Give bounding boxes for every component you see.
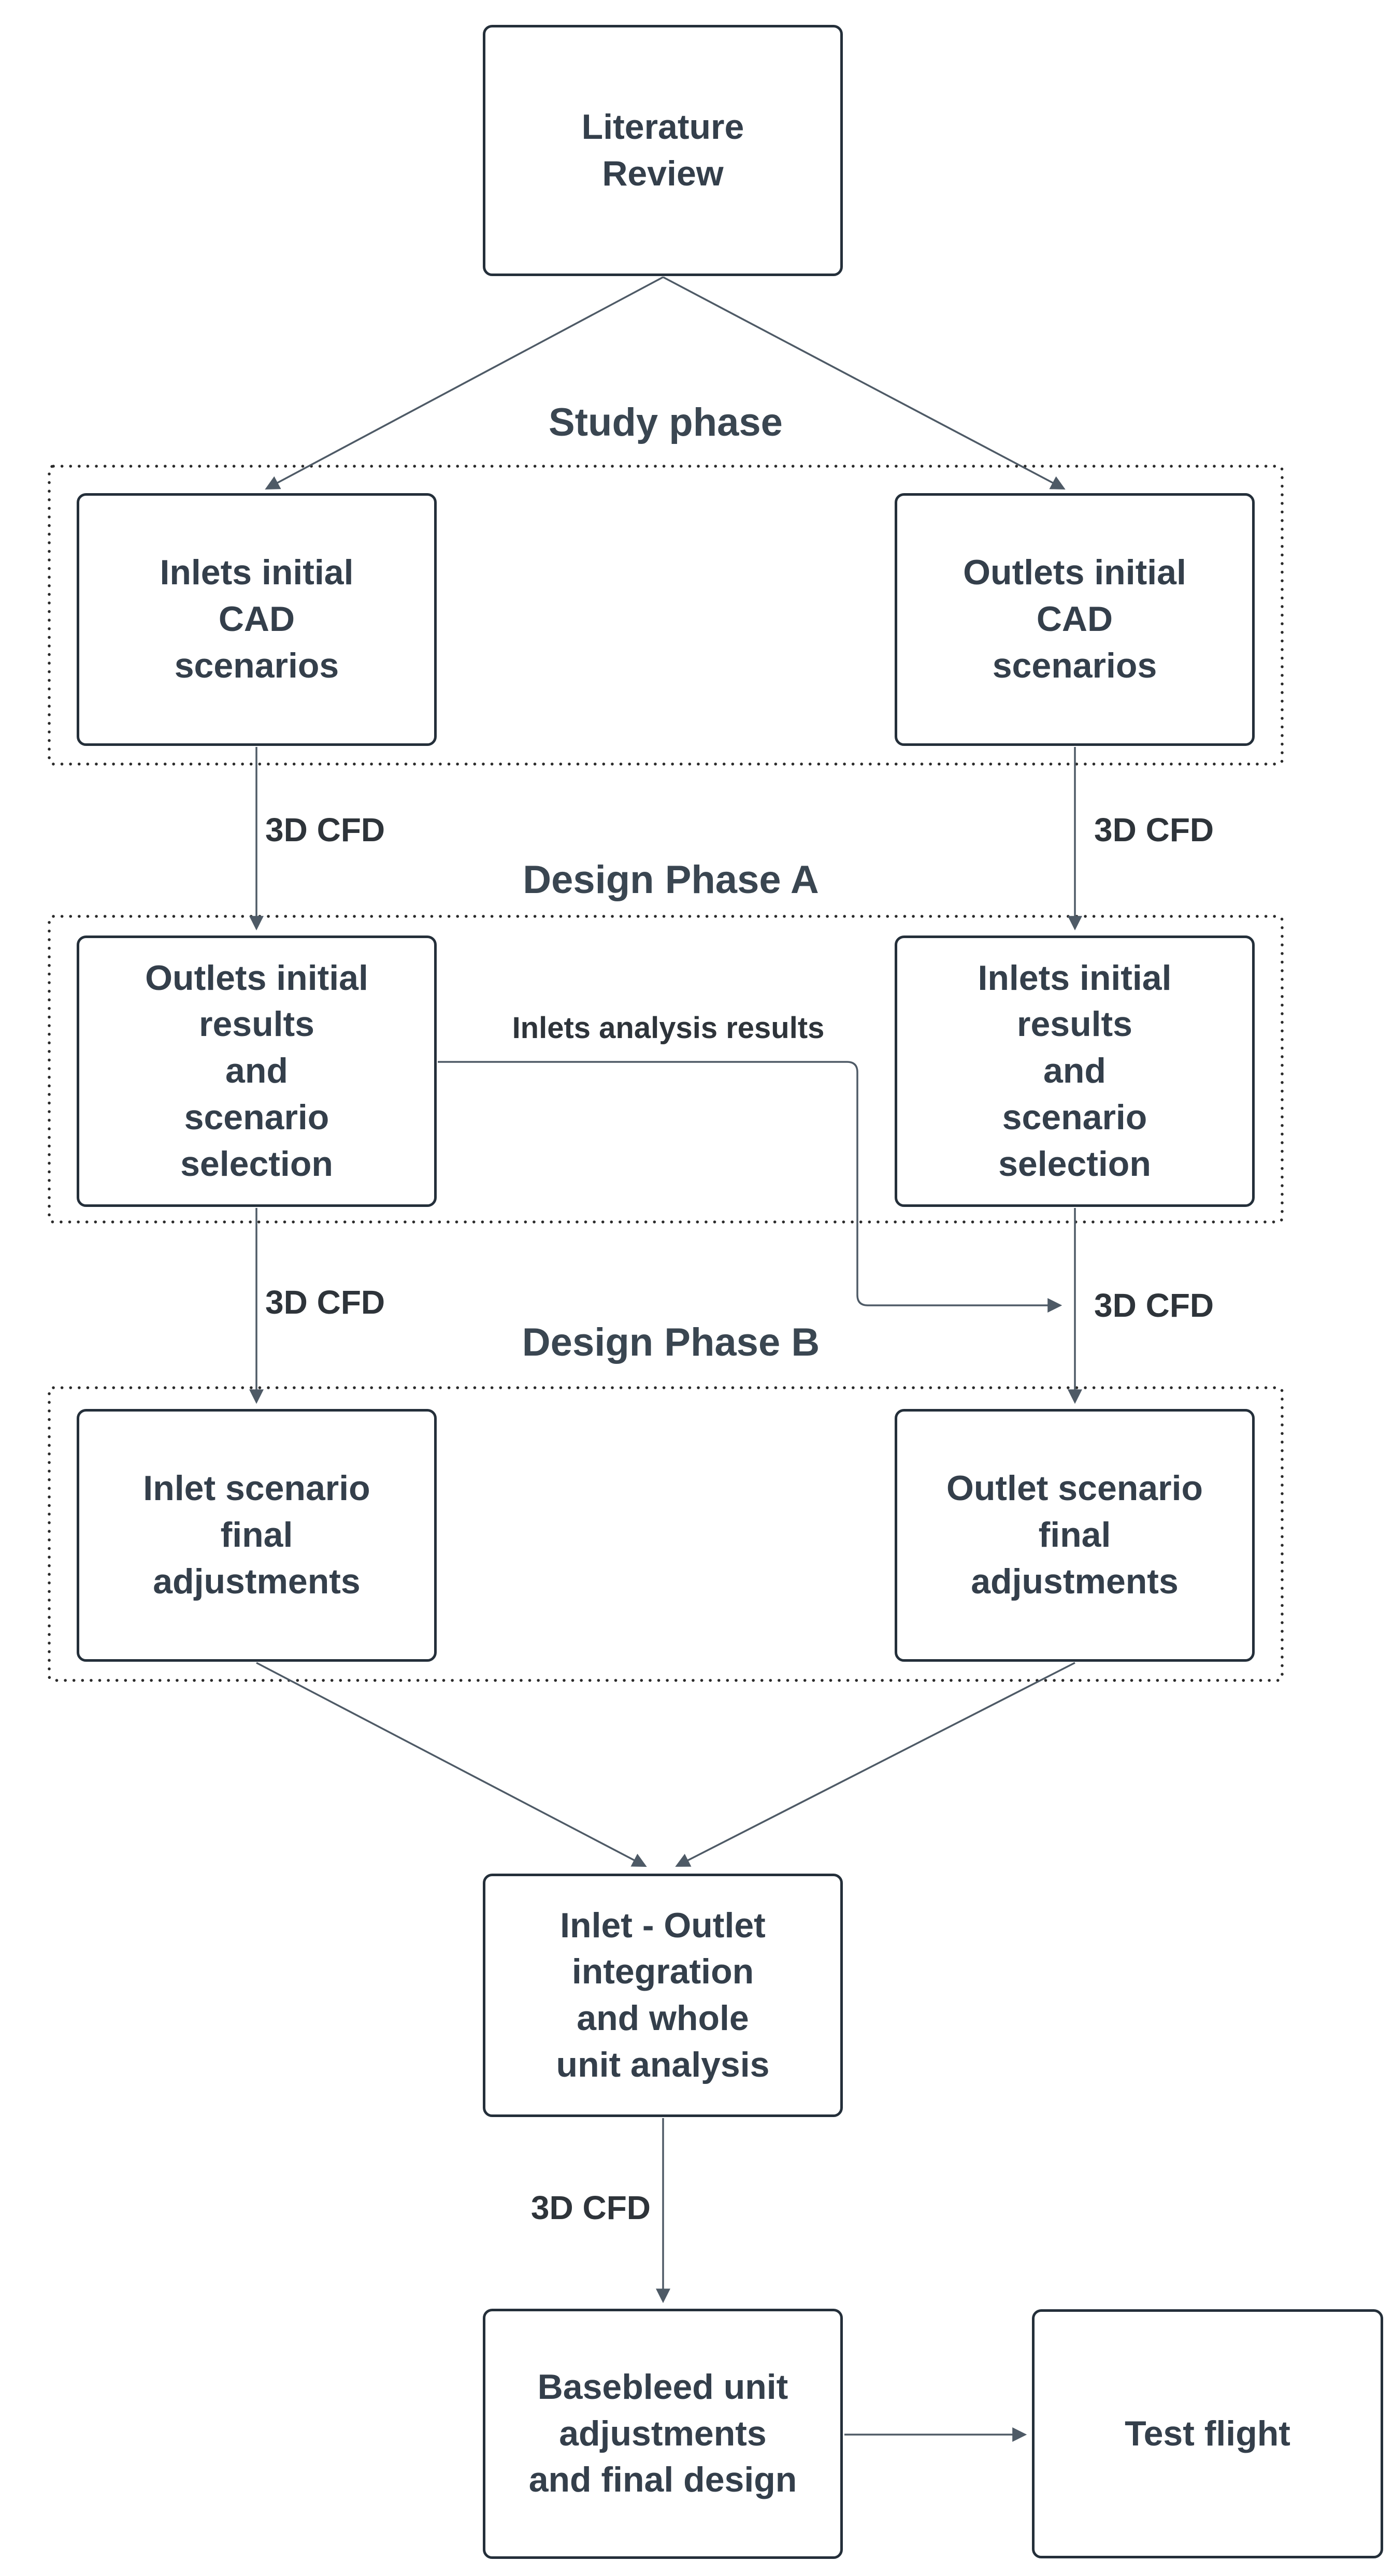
design-phase-a-group-border	[48, 915, 1284, 1224]
edge-inlets-analysis-results	[438, 1061, 1062, 1313]
node-inlet-scenario-final-adjustments: Inlet scenario final adjustments	[77, 1409, 437, 1662]
design-phase-a-group-title: Design Phase A	[523, 858, 819, 902]
node-outlet-scenario-final-adjustments: Outlet scenario final adjustments	[895, 1409, 1255, 1662]
node-inlets-initial-cad-scenarios-label: Inlets initial CAD scenarios	[160, 553, 354, 685]
edge-label-3d-cfd-integration: 3D CFD	[530, 2189, 651, 2226]
edge-label-3d-cfd-study-left: 3D CFD	[265, 811, 385, 848]
edge-outlet-final-to-integration	[675, 1662, 1075, 1867]
node-outlets-initial-results-label: Outlets initial results and scenario sel…	[145, 958, 368, 1184]
study-phase-group-title: Study phase	[549, 400, 783, 444]
edge-label-3d-cfd-study-right: 3D CFD	[1094, 811, 1214, 848]
edge-label-3d-cfd-phase-b-left: 3D CFD	[265, 1284, 385, 1321]
design-phase-b-group-title: Design Phase B	[522, 1320, 820, 1364]
node-test-flight: Test flight	[1032, 2309, 1383, 2558]
node-test-flight-label: Test flight	[1125, 2413, 1290, 2453]
node-outlet-scenario-final-adjustments-label: Outlet scenario final adjustments	[946, 1469, 1203, 1601]
edge-label-inlets-analysis-results: Inlets analysis results	[512, 1011, 825, 1045]
node-literature-review: Literature Review	[483, 25, 843, 276]
node-literature-review-label: Literature Review	[581, 107, 744, 193]
node-outlets-initial-results: Outlets initial results and scenario sel…	[77, 936, 437, 1207]
node-outlets-initial-cad-scenarios: Outlets initial CAD scenarios	[895, 493, 1255, 746]
edge-label-3d-cfd-phase-b-right: 3D CFD	[1094, 1287, 1214, 1324]
node-inlets-initial-results-label: Inlets initial results and scenario sele…	[978, 958, 1172, 1184]
edge-literature-to-outlets-cad	[663, 276, 1066, 490]
node-inlets-initial-results: Inlets initial results and scenario sele…	[895, 936, 1255, 1207]
edge-inlet-final-to-integration	[256, 1662, 647, 1867]
node-inlet-outlet-integration: Inlet - Outlet integration and whole uni…	[483, 1874, 843, 2117]
node-basebleed-unit-adjustments-label: Basebleed unit adjustments and final des…	[528, 2367, 797, 2500]
node-outlets-initial-cad-scenarios-label: Outlets initial CAD scenarios	[963, 553, 1186, 685]
node-inlets-initial-cad-scenarios: Inlets initial CAD scenarios	[77, 493, 437, 746]
study-phase-group-border	[48, 465, 1284, 766]
node-inlet-scenario-final-adjustments-label: Inlet scenario final adjustments	[143, 1469, 370, 1601]
edge-literature-to-inlets-cad	[265, 276, 664, 490]
node-inlet-outlet-integration-label: Inlet - Outlet integration and whole uni…	[556, 1905, 770, 2084]
node-basebleed-unit-adjustments: Basebleed unit adjustments and final des…	[483, 2309, 843, 2559]
